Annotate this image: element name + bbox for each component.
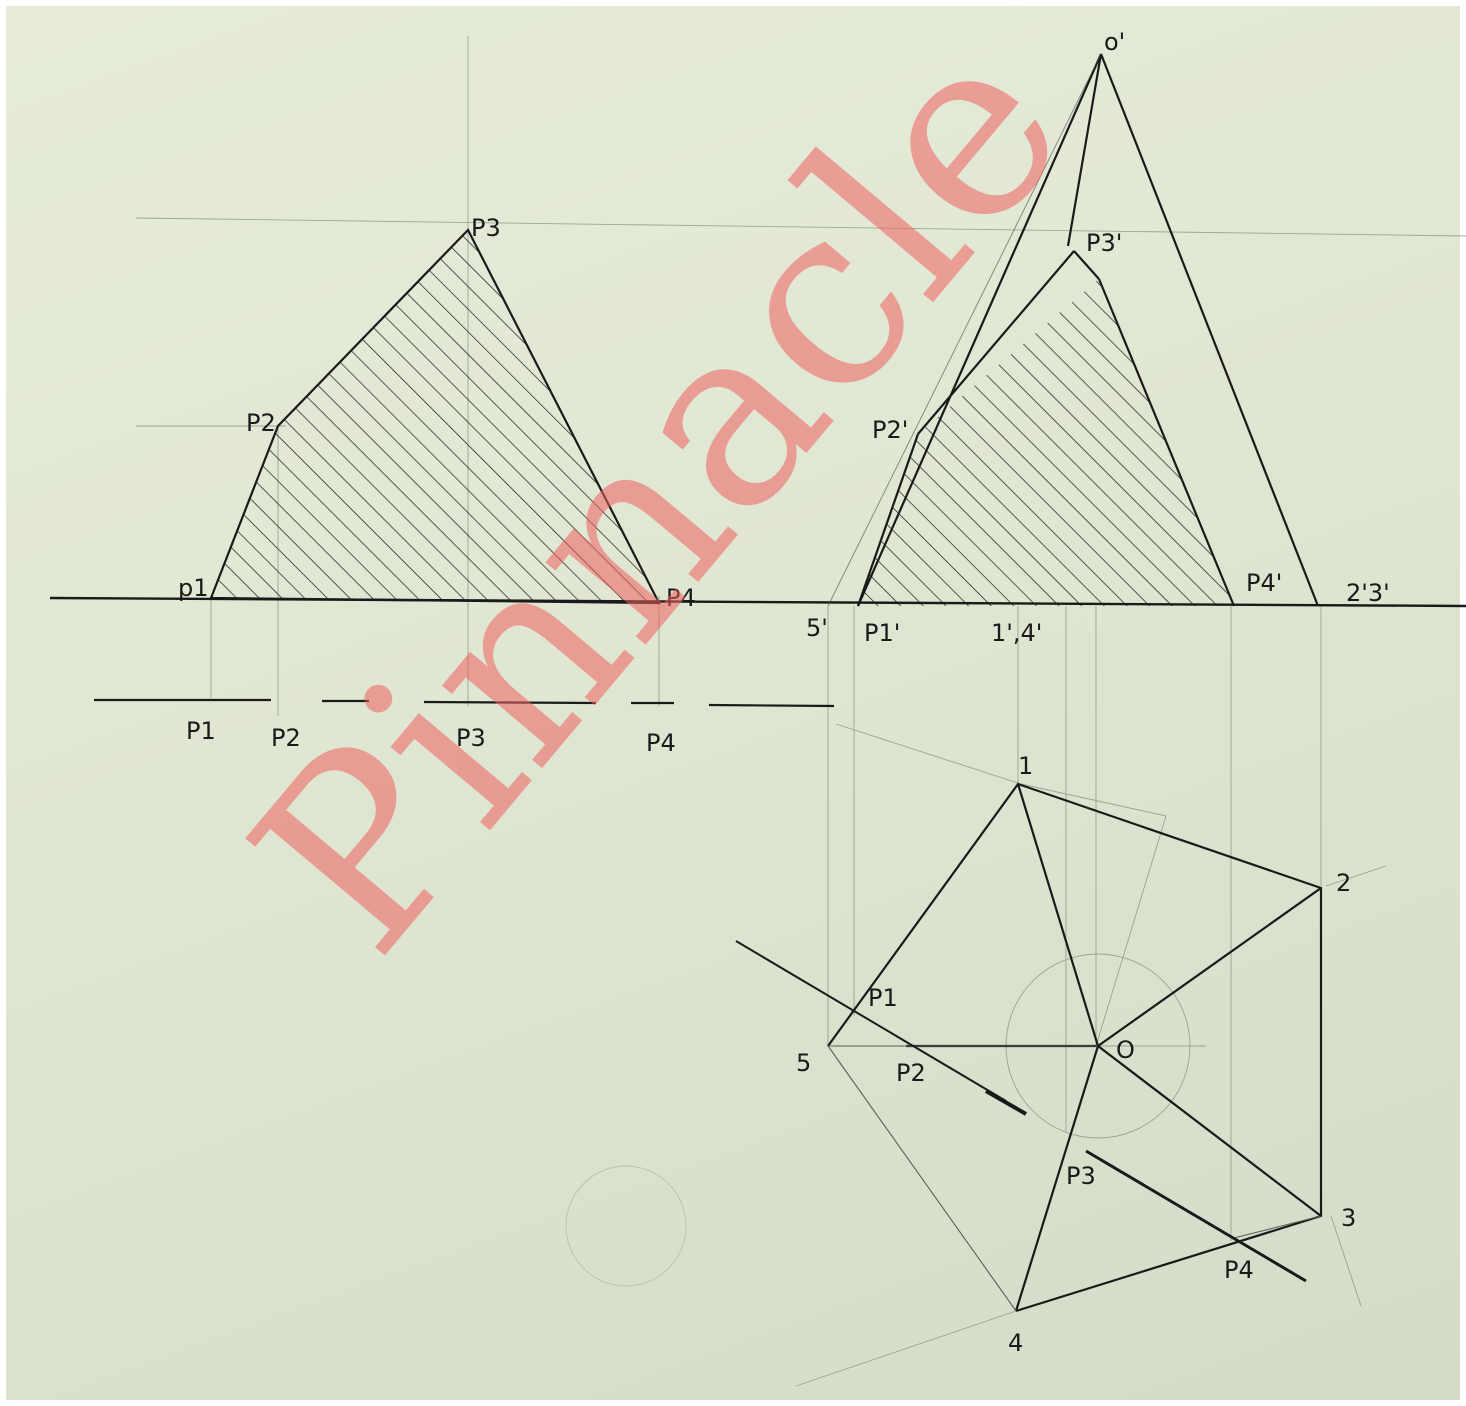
label-four: 4 bbox=[1008, 1329, 1023, 1357]
label-apex: o' bbox=[1104, 28, 1125, 56]
drawing-sheet: p1 P2 P3 P4 P1 P2 P3 P4 o' P3' P2' P4' 2… bbox=[6, 6, 1466, 1400]
top-view bbox=[827, 782, 1323, 1313]
engineering-drawing: p1 P2 P3 P4 P1 P2 P3 P4 o' P3' P2' P4' 2… bbox=[49, 6, 1466, 1387]
label-top-p1: P1 bbox=[868, 984, 898, 1012]
label-side-p3: P3' bbox=[1086, 229, 1122, 257]
label-side-p4: P4' bbox=[1246, 569, 1282, 597]
label-front-p3: P3 bbox=[471, 214, 501, 242]
label-front-p1: p1 bbox=[178, 574, 209, 602]
label-two: 2 bbox=[1336, 869, 1351, 897]
label-one-four: 1',4' bbox=[991, 619, 1042, 647]
label-side-p2: P2' bbox=[872, 416, 908, 444]
label-one: 1 bbox=[1018, 752, 1033, 780]
label-front-p4: P4 bbox=[666, 584, 696, 612]
label-front-p2: P2 bbox=[246, 409, 276, 437]
label-top-p3: P3 bbox=[1066, 1162, 1096, 1190]
side-view-labels: o' P3' P2' P4' 2'3' 5' P1' 1',4' bbox=[806, 28, 1390, 647]
label-top-p4: P4 bbox=[1224, 1256, 1254, 1284]
label-sec-p4: P4 bbox=[646, 729, 676, 757]
label-top-p2: P2 bbox=[896, 1059, 926, 1087]
label-centre: O bbox=[1116, 1036, 1135, 1064]
label-five: 5 bbox=[796, 1049, 811, 1077]
label-five-dash: 5' bbox=[806, 614, 828, 642]
label-sec-p1: P1 bbox=[186, 717, 216, 745]
top-view-construction bbox=[827, 1045, 1322, 1312]
label-two-three: 2'3' bbox=[1346, 579, 1390, 607]
label-three: 3 bbox=[1341, 1204, 1356, 1232]
top-view-cutting-plane bbox=[735, 940, 1307, 1283]
side-view bbox=[827, 53, 1320, 607]
label-sec-p2: P2 bbox=[271, 724, 301, 752]
front-view-labels: p1 P2 P3 P4 bbox=[178, 214, 696, 612]
label-sec-p3: P3 bbox=[456, 724, 486, 752]
section-plane-line bbox=[94, 698, 835, 708]
top-view-labels: 1 2 3 4 5 O P1 P2 P3 P4 bbox=[796, 752, 1356, 1357]
section-line-labels: P1 P2 P3 P4 bbox=[186, 717, 676, 757]
label-side-p1: P1' bbox=[864, 619, 900, 647]
